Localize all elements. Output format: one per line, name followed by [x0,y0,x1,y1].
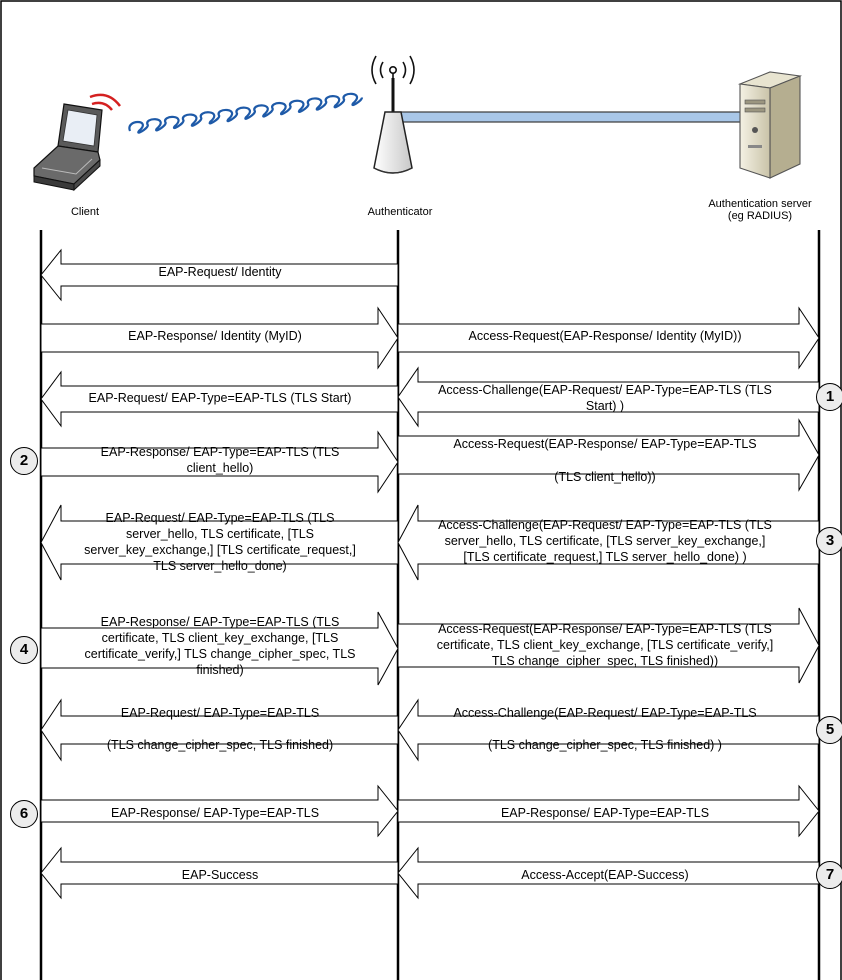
step-badge-5: 5 [816,716,842,744]
msg-5-left-3: server_key_exchange,] [TLS certificate_r… [84,543,356,557]
msg-6-right-3: TLS change_cipher_spec, TLS finished)) [491,654,719,668]
msg-6-right-1: Access-Request(EAP-Response/ EAP-Type=EA… [438,622,772,636]
access-point-icon [371,55,415,174]
step-badge-1: 1 [816,383,842,411]
wireless-signal-icon [128,92,364,134]
arrow-7-left [40,698,399,762]
step-badge-6: 6 [10,800,38,828]
msg-8-left: EAP-Response/ EAP-Type=EAP-TLS [110,806,320,820]
msg-4-left-1: EAP-Response/ EAP-Type=EAP-TLS (TLS [100,445,340,459]
msg-3-right-1: Access-Challenge(EAP-Request/ EAP-Type=E… [438,383,772,397]
step-badge-3: 3 [816,527,842,555]
step-badge-4: 4 [10,636,38,664]
msg-2-right: Access-Request(EAP-Response/ Identity (M… [468,329,742,343]
arrow-4-right [397,418,820,492]
arrow-8-right [397,784,820,838]
message-arrows [40,248,820,900]
server-label-line1: Authentication server [708,198,812,210]
arrow-3-right [397,366,820,428]
msg-8-right: EAP-Response/ EAP-Type=EAP-TLS [500,806,710,820]
msg-4-right-1: Access-Request(EAP-Response/ EAP-Type=EA… [453,437,757,451]
arrow-4-left [40,430,399,494]
msg-7-right-2: (TLS change_cipher_spec, TLS finished) ) [488,738,722,752]
msg-5-left-4: TLS server_hello_done) [153,559,287,573]
client-label: Client [70,206,100,218]
radio-wave-icon [89,93,121,111]
authenticator-label: Authenticator [367,206,433,218]
msg-5-right-1: Access-Challenge(EAP-Request/ EAP-Type=E… [438,518,772,532]
msg-6-left-3: certificate_verify,] TLS change_cipher_s… [84,647,356,661]
msg-5-left-2: server_hello, TLS certificate, [TLS [125,527,315,541]
msg-6-right-2: certificate, TLS client_key_exchange, [T… [436,638,774,652]
msg-7-right-1: Access-Challenge(EAP-Request/ EAP-Type=E… [453,706,757,720]
arrow-6-right [397,607,820,684]
msg-2-left: EAP-Response/ Identity (MyID) [128,329,302,343]
arrow-2-right [397,306,820,370]
arrow-7-right [397,698,820,762]
step-badge-2: 2 [10,447,38,475]
msg-6-left-2: certificate, TLS client_key_exchange, [T… [101,631,339,645]
arrow-5-left [40,504,399,581]
msg-7-left-1: EAP-Request/ EAP-Type=EAP-TLS [120,706,320,720]
msg-5-right-3: [TLS certificate_request,] TLS server_he… [463,550,747,564]
arrow-9-left [40,846,399,900]
msg-5-right-2: server_hello, TLS certificate, [TLS serv… [444,534,766,548]
msg-3-left: EAP-Request/ EAP-Type=EAP-TLS (TLS Start… [88,391,352,405]
msg-3-right-2: Start) ) [585,399,625,413]
arrow-1-left [40,248,399,302]
wired-link-bar [394,111,751,123]
msg-4-right-2: (TLS client_hello)) [554,470,656,484]
arrow-6-left [40,611,399,686]
arrow-5-right [397,504,820,581]
msg-4-left-2: client_hello) [186,461,254,475]
arrow-3-left [40,370,399,428]
laptop-icon [33,103,103,192]
msg-9-right: Access-Accept(EAP-Success) [521,868,689,882]
step-badge-7: 7 [816,861,842,889]
msg-5-left-1: EAP-Request/ EAP-Type=EAP-TLS (TLS [105,511,335,525]
server-icon [737,71,803,179]
msg-6-left-4: finished) [196,663,244,677]
msg-1-left: EAP-Request/ Identity [158,265,282,279]
arrow-8-left [40,784,399,838]
msg-6-left-1: EAP-Response/ EAP-Type=EAP-TLS (TLS [100,615,340,629]
arrow-2-left [40,306,399,370]
msg-9-left: EAP-Success [181,868,259,882]
msg-7-left-2: (TLS change_cipher_spec, TLS finished) [106,738,334,752]
arrow-9-right [397,846,820,900]
server-label-line2: (eg RADIUS) [727,210,793,222]
